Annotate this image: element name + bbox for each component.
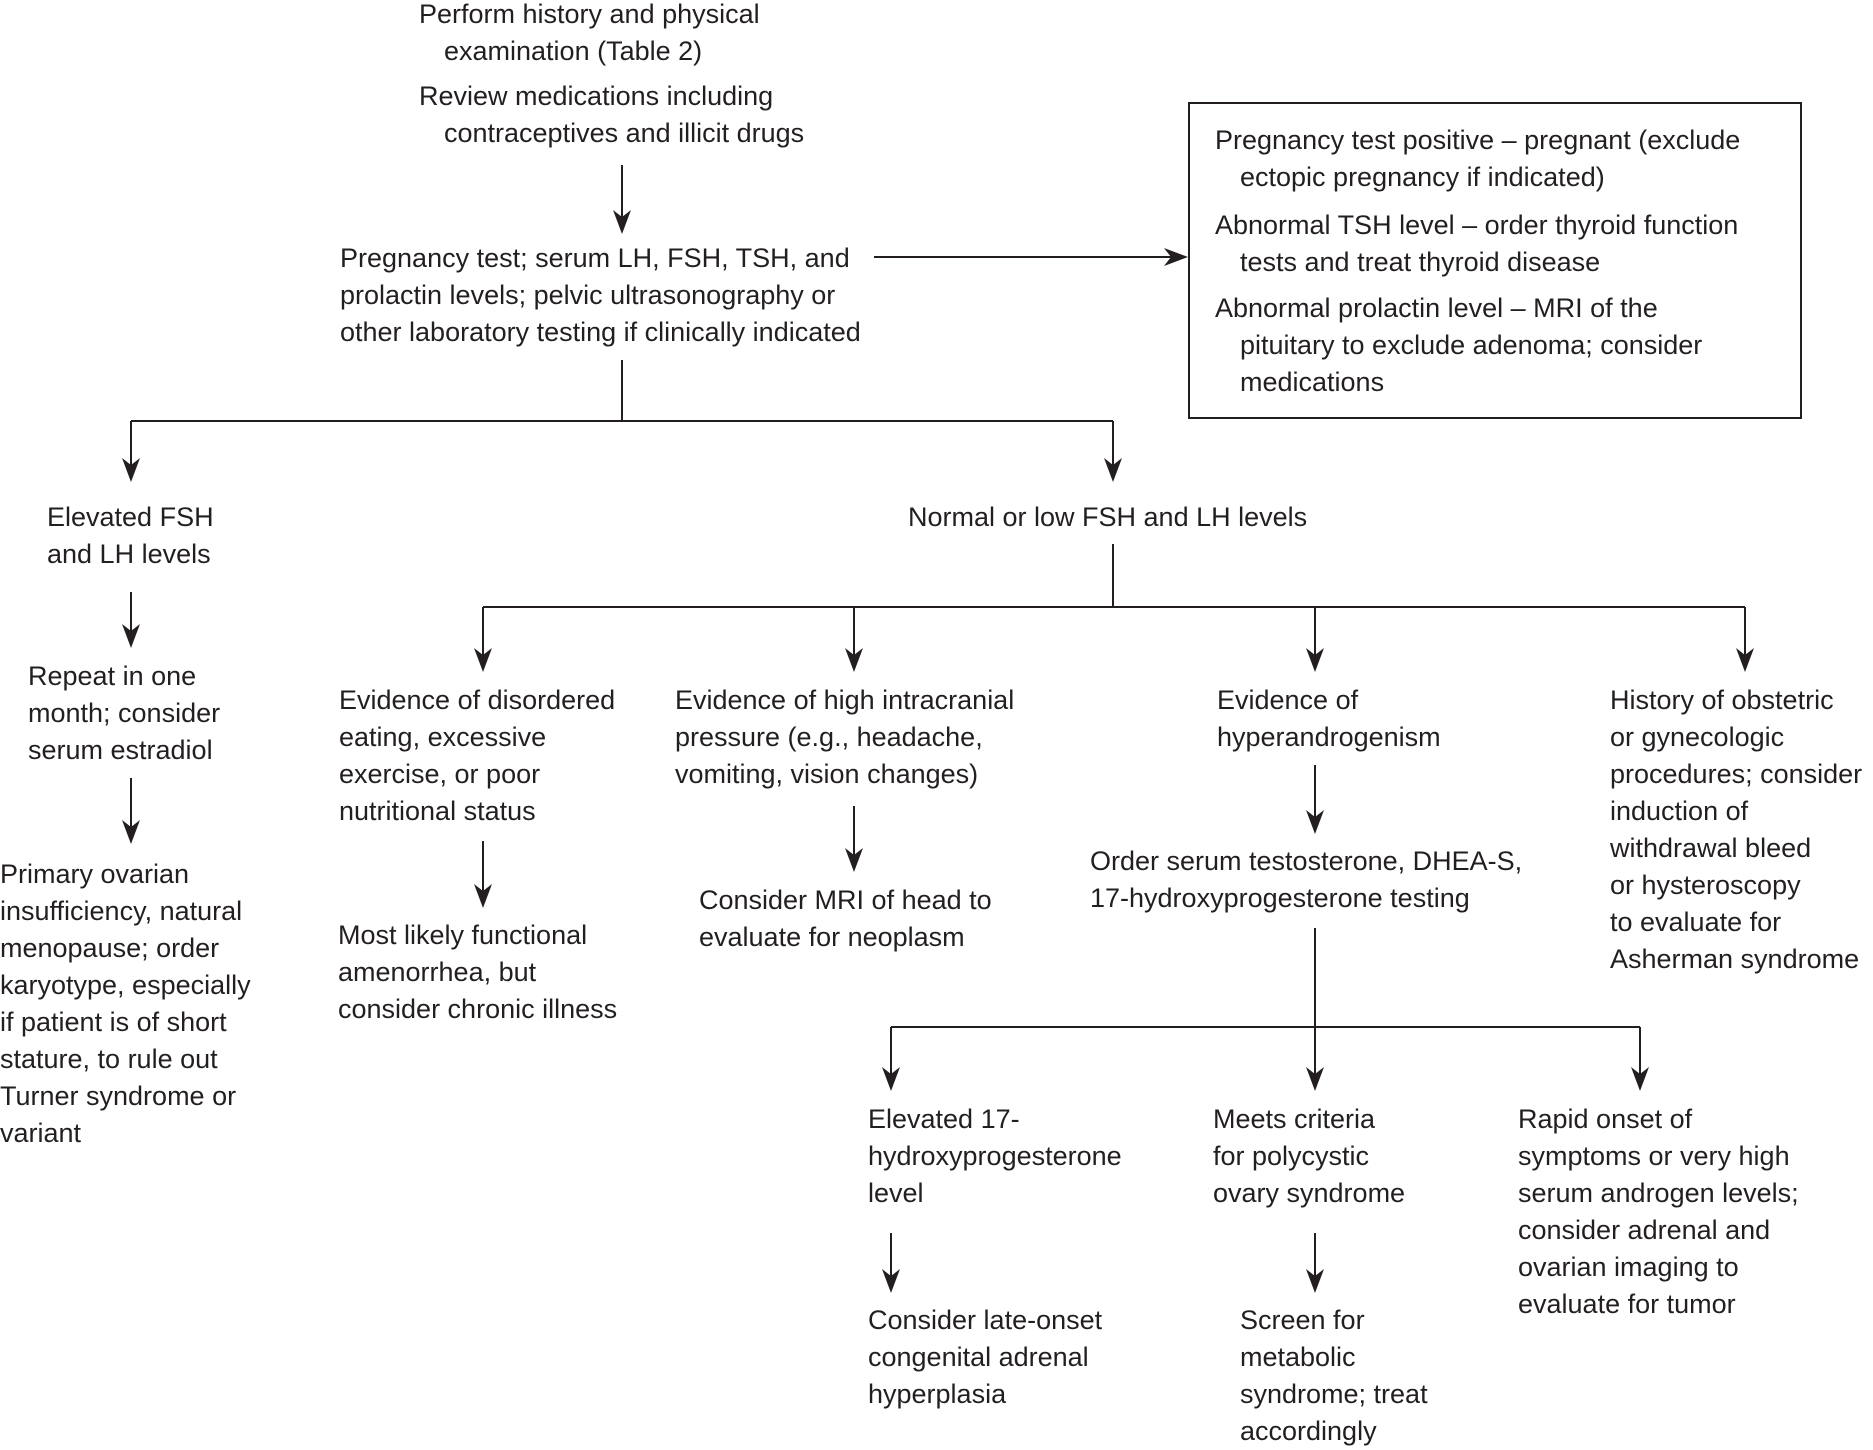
arrow-head [1631, 1067, 1649, 1091]
arrow-head [474, 648, 492, 672]
arrow-head [474, 884, 492, 908]
abnormal-tsh-item: Abnormal TSH level – order thyroid funct… [1215, 210, 1739, 277]
primary-ovarian-node: Primary ovarian insufficiency, natural m… [0, 859, 251, 1148]
elevated-fsh-node: Elevated FSH and LH levels [47, 502, 214, 569]
metabolic-node: Screen for metabolic syndrome; treat acc… [1240, 1305, 1428, 1446]
hyperandrogenism-node: Evidence of hyperandrogenism [1217, 685, 1441, 752]
rapid-onset-node: Rapid onset of symptoms or very high ser… [1518, 1104, 1799, 1319]
normal-fsh-node: Normal or low FSH and LH levels [908, 502, 1308, 532]
mri-head-node: Consider MRI of head to evaluate for neo… [699, 885, 992, 952]
arrow-head [882, 1269, 900, 1293]
history-step: Perform history and physical examination… [419, 0, 760, 66]
arrow-head [1306, 1067, 1324, 1091]
pregnancy-positive-item: Pregnancy test positive – pregnant (excl… [1215, 125, 1741, 192]
labs-step: Pregnancy test; serum LH, FSH, TSH, and … [340, 243, 861, 347]
pcos-node: Meets criteria for polycystic ovary synd… [1213, 1104, 1406, 1208]
elevated-17-node: Elevated 17- hydroxyprogesterone level [868, 1104, 1122, 1208]
repeat-node: Repeat in one month; consider serum estr… [28, 661, 221, 765]
obstetric-history-node: History of obstetric or gynecologic proc… [1610, 685, 1863, 974]
arrow-head [1104, 458, 1122, 482]
arrow-head [122, 820, 140, 844]
arrow-head [1306, 648, 1324, 672]
abnormal-prolactin-item: Abnormal prolactin level – MRI of the pi… [1215, 293, 1703, 397]
arrow-head [845, 648, 863, 672]
arrow-head [122, 624, 140, 648]
disordered-eating-node: Evidence of disordered eating, excessive… [339, 685, 616, 826]
results-box [1188, 102, 1802, 419]
arrow-head [1164, 248, 1188, 266]
intracranial-node: Evidence of high intracranial pressure (… [675, 685, 1015, 789]
arrow-head [845, 848, 863, 872]
arrow-head [122, 458, 140, 482]
order-testosterone-node: Order serum testosterone, DHEA-S, 17-hyd… [1090, 846, 1523, 913]
arrow-head [613, 210, 631, 234]
arrow-head [1736, 648, 1754, 672]
functional-amenorrhea-node: Most likely functional amenorrhea, but c… [338, 920, 618, 1024]
arrow-head [882, 1067, 900, 1091]
arrow-head [1306, 810, 1324, 834]
medications-step: Review medications including contracepti… [419, 81, 805, 148]
late-onset-node: Consider late-onset congenital adrenal h… [868, 1305, 1103, 1409]
arrow-head [1306, 1269, 1324, 1293]
